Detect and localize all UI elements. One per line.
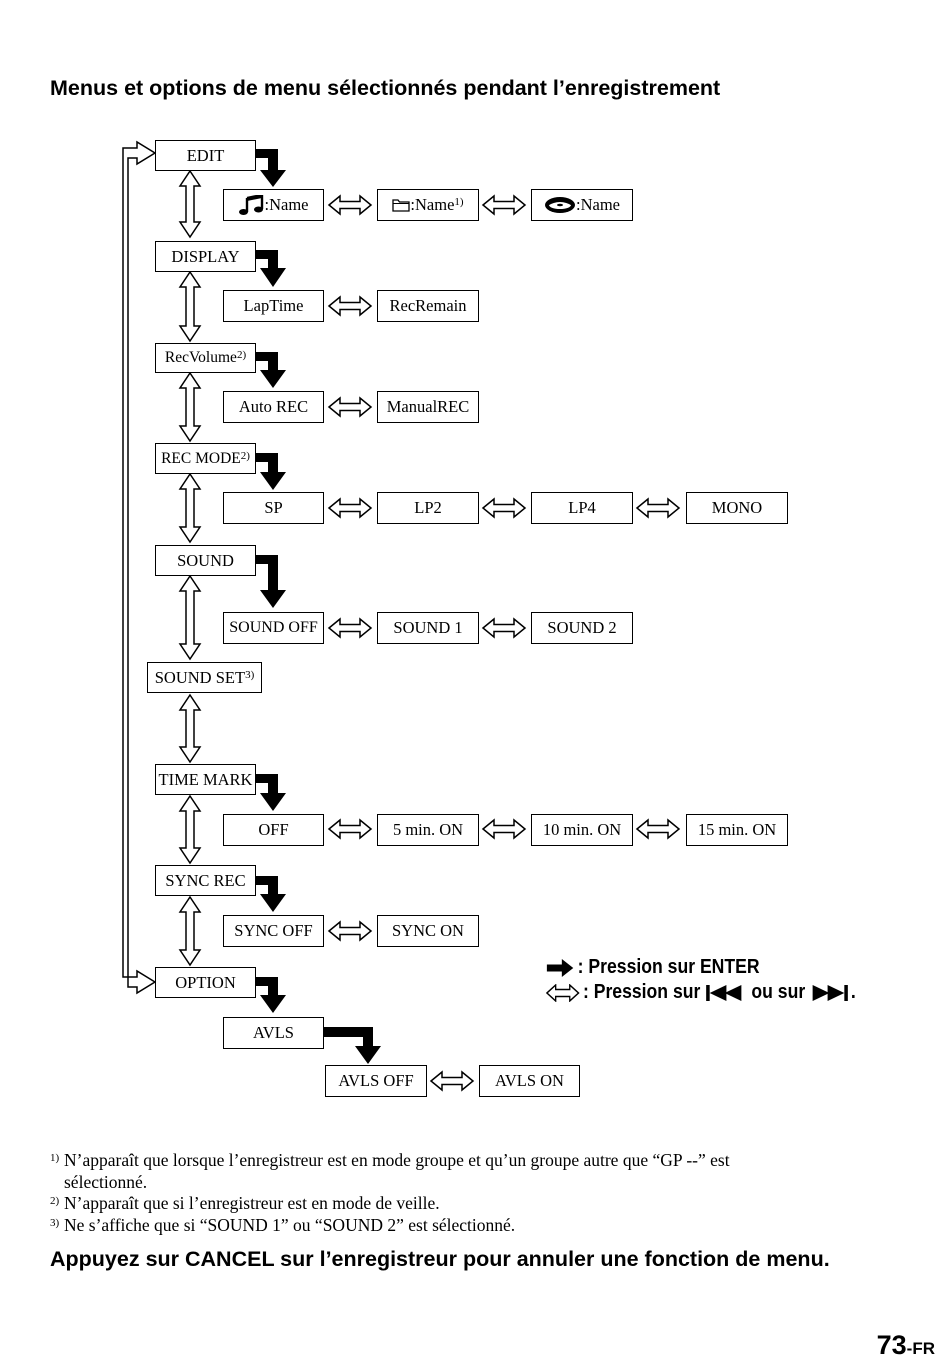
footnotes: 1) N’apparaît que lorsque l’enregistreur… (50, 1150, 910, 1236)
menu-syncrec: SYNC REC (155, 865, 256, 896)
option-manualrec: ManualREC (377, 391, 479, 423)
folder-icon (392, 199, 411, 212)
previous-track-icon (706, 984, 742, 1001)
loop-arrow (122, 140, 157, 995)
option-tm-15: 15 min. ON (686, 814, 788, 846)
option-avlsoff: AVLS OFF (325, 1065, 427, 1097)
hollow-double-arrow-icon (546, 983, 580, 1002)
cancel-instruction: Appuyez sur CANCEL sur l’enregistreur po… (50, 1247, 830, 1271)
option-avlson: AVLS ON (479, 1065, 580, 1097)
option-mono: MONO (686, 492, 788, 524)
legend-prev-next: : Pression sur ou sur . (546, 981, 856, 1004)
option-track-name: :Name (223, 189, 324, 221)
option-tm-10: 10 min. ON (531, 814, 633, 846)
option-syncon: SYNC ON (377, 915, 479, 947)
option-disc-name: :Name (531, 189, 633, 221)
option-sound1: SOUND 1 (377, 612, 479, 644)
option-lp2: LP2 (377, 492, 479, 524)
next-track-icon (812, 984, 848, 1001)
solid-arrow-icon (546, 958, 574, 977)
menu-timemark: TIME MARK (155, 764, 256, 795)
option-autorec: Auto REC (223, 391, 324, 423)
option-laptime: LapTime (223, 290, 324, 322)
option-sound2: SOUND 2 (531, 612, 633, 644)
option-soundoff: SOUND OFF (223, 612, 324, 644)
option-avls: AVLS (223, 1017, 324, 1049)
option-syncoff: SYNC OFF (223, 915, 324, 947)
menu-option: OPTION (155, 967, 256, 998)
option-sp: SP (223, 492, 324, 524)
disc-icon (545, 197, 575, 213)
footnote-3: 3) Ne s’affiche que si “SOUND 1” ou “SOU… (50, 1214, 516, 1235)
menu-display: DISPLAY (155, 241, 256, 272)
page-title: Menus et options de menu sélectionnés pe… (50, 76, 721, 100)
option-lp4: LP4 (531, 492, 633, 524)
menu-edit: EDIT (155, 140, 256, 171)
footnote-1: 1) N’apparaît que lorsque l’enregistreur… (50, 1150, 730, 1192)
page-number: 73-FR (876, 1330, 935, 1360)
menu-sound: SOUND (155, 545, 256, 576)
music-note-icon (238, 195, 263, 215)
option-recremain: RecRemain (377, 290, 479, 322)
option-tm-5: 5 min. ON (377, 814, 479, 846)
footnote-2: 2) N’apparaît que si l’enregistreur est … (50, 1193, 440, 1213)
option-tm-off: OFF (223, 814, 324, 846)
legend-enter: : Pression sur ENTER (546, 956, 760, 979)
